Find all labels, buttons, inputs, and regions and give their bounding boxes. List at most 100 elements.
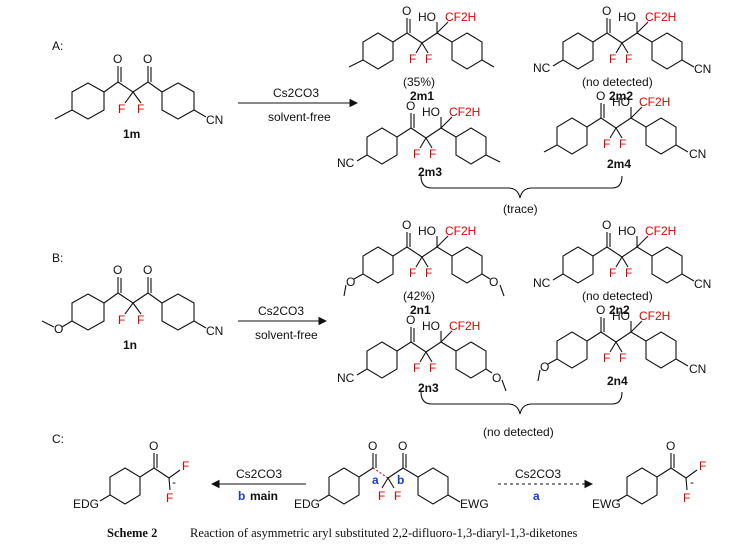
substituent-cn: CN xyxy=(694,62,711,76)
caption-text: Reaction of asymmetric aryl substituted … xyxy=(190,526,578,540)
atom-ho: HO xyxy=(612,309,630,323)
substituent-cn: CN xyxy=(694,277,711,291)
path-label-b: b xyxy=(238,489,245,503)
atom-cf2h: CF2H xyxy=(445,224,476,238)
reagent-cs2co3: Cs2CO3 xyxy=(236,467,282,481)
atom-cf2h: CF2H xyxy=(639,309,670,323)
atom-f: F xyxy=(609,52,616,66)
atom-cf2h: CF2H xyxy=(449,319,480,333)
section-c-label: C: xyxy=(52,432,64,446)
atom-f: F xyxy=(619,137,626,151)
atom-f: F xyxy=(394,489,401,503)
compound-id-2n1: 2n1 xyxy=(410,303,431,317)
reagent-cs2co3: Cs2CO3 xyxy=(258,304,304,318)
substituent-o: O xyxy=(540,360,549,374)
caption-label: Scheme 2 xyxy=(107,526,157,540)
product-2n4: O HO CF2H F F O CN 2n4 xyxy=(537,303,706,388)
compound-id-2n2: 2n2 xyxy=(609,303,630,317)
atom-f: F xyxy=(619,351,626,365)
atom-o: O xyxy=(602,218,611,232)
cleavage-label-a: a xyxy=(372,473,379,487)
substituent-o: O xyxy=(492,371,501,385)
carbanion-minus: - xyxy=(690,475,694,489)
conditions-solvent-free: solvent-free xyxy=(268,110,331,124)
conditions-solvent-free: solvent-free xyxy=(255,328,318,342)
substituent-nc: NC xyxy=(533,276,551,290)
atom-ho: HO xyxy=(618,10,636,24)
product-2n3: O HO CF2H F F NC O 2n3 xyxy=(337,313,507,395)
substituent-cn: CN xyxy=(206,113,223,127)
substituent-edg: EDG xyxy=(73,497,99,511)
atom-cf2h: CF2H xyxy=(445,10,476,24)
compound-id-2m1: 2m1 xyxy=(410,89,434,103)
compound-id-2m2: 2m2 xyxy=(609,89,633,103)
yield-2m1: (35%) xyxy=(403,75,435,89)
product-2m2: O HO CF2H F F NC CN (no detected) 2m2 xyxy=(533,4,711,103)
atom-f: F xyxy=(118,102,125,116)
atom-f: F xyxy=(118,313,125,327)
reactant-1n: O O F F O CN 1n xyxy=(41,263,223,352)
product-2m1: O HO CF2H F F (35%) 2m1 xyxy=(348,4,495,103)
atom-cf2h: CF2H xyxy=(645,10,676,24)
substituent-o: O xyxy=(54,322,63,336)
substituent-edg: EDG xyxy=(294,497,320,511)
atom-f: F xyxy=(625,52,632,66)
atom-f: F xyxy=(137,102,144,116)
atom-ho: HO xyxy=(422,105,440,119)
atom-f: F xyxy=(409,52,416,66)
atom-ho: HO xyxy=(612,95,630,109)
atom-f: F xyxy=(425,52,432,66)
atom-o: O xyxy=(398,439,407,453)
atom-f: F xyxy=(378,489,385,503)
atom-o: O xyxy=(406,313,415,327)
atom-f: F xyxy=(409,266,416,280)
compound-id-1m: 1m xyxy=(123,127,140,141)
yield-2n1: (42%) xyxy=(403,289,435,303)
center-diketone: O O F F a b EDG EWG xyxy=(294,439,489,511)
atom-ho: HO xyxy=(418,10,436,24)
substituent-o: O xyxy=(489,275,498,289)
atom-o: O xyxy=(143,52,152,66)
left-product-c: O F F - EDG xyxy=(73,439,189,511)
atom-f: F xyxy=(413,361,420,375)
atom-o: O xyxy=(602,4,611,18)
atom-f: F xyxy=(683,491,690,505)
atom-o: O xyxy=(596,89,605,103)
reactant-1m: O O F F CN 1m xyxy=(54,52,223,141)
atom-f: F xyxy=(166,491,173,505)
atom-o: O xyxy=(596,303,605,317)
product-2m4: O HO CF2H F F CN 2m4 xyxy=(543,89,706,171)
atom-o: O xyxy=(113,52,122,66)
atom-ho: HO xyxy=(422,319,440,333)
product-2n2: O HO CF2H F F NC CN (no detected) 2n2 xyxy=(533,218,711,317)
atom-cf2h: CF2H xyxy=(639,95,670,109)
grouping-brace-a xyxy=(420,175,623,199)
compound-id-2n4: 2n4 xyxy=(607,374,628,388)
right-product-c: O F F - EWG xyxy=(592,439,706,511)
atom-f: F xyxy=(603,351,610,365)
product-2m3: O HO CF2H F F NC 2m3 xyxy=(337,99,501,179)
section-a-label: A: xyxy=(52,39,63,53)
substituent-cn: CN xyxy=(206,324,223,338)
atom-f: F xyxy=(603,137,610,151)
atom-o: O xyxy=(149,439,158,453)
compound-id-1n: 1n xyxy=(123,338,137,352)
substituent-cn: CN xyxy=(689,362,706,376)
product-2n1: O HO CF2H F F O O (42%) 2n1 xyxy=(343,218,505,317)
atom-ho: HO xyxy=(618,224,636,238)
atom-o: O xyxy=(406,99,415,113)
substituent-ewg: EWG xyxy=(592,497,621,511)
yield-2m2: (no detected) xyxy=(582,75,653,89)
atom-f: F xyxy=(425,266,432,280)
atom-o: O xyxy=(402,4,411,18)
compound-id-2m4: 2m4 xyxy=(607,157,631,171)
substituent-ewg: EWG xyxy=(460,497,489,511)
compound-id-2m3: 2m3 xyxy=(418,165,442,179)
atom-cf2h: CF2H xyxy=(449,105,480,119)
atom-cf2h: CF2H xyxy=(645,224,676,238)
atom-ho: HO xyxy=(418,224,436,238)
path-label-a: a xyxy=(533,489,540,503)
path-note-main: main xyxy=(250,489,278,503)
carbanion-minus: - xyxy=(172,475,176,489)
yield-2n2: (no detected) xyxy=(582,289,653,303)
